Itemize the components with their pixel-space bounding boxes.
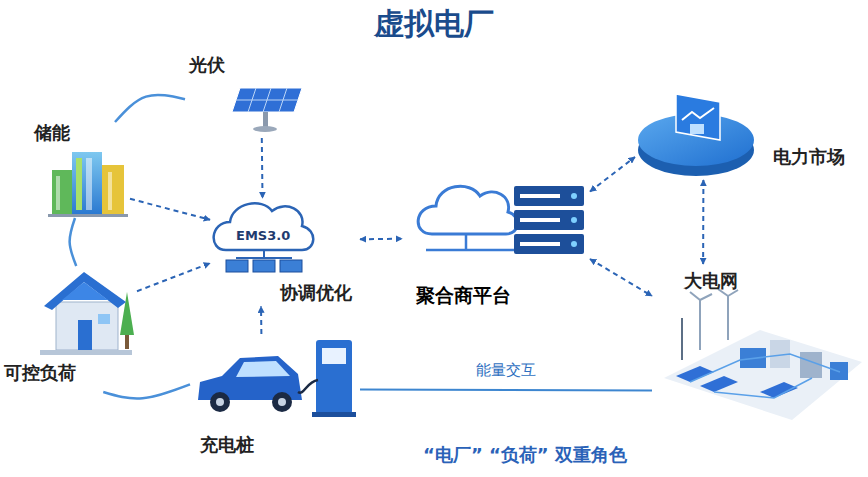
node-box: 大电网: [652, 264, 865, 424]
title-slot: 虚拟电厂: [0, 6, 868, 42]
node-label: 大电网: [684, 270, 738, 292]
storage-icon: [48, 152, 128, 217]
house-icon: [40, 272, 134, 355]
connector: [360, 238, 402, 241]
connector: [137, 263, 210, 291]
solar-panel-icon: [232, 88, 302, 132]
node-box: 光伏: [185, 52, 305, 138]
text-slot: 聚合商平台: [416, 284, 511, 307]
ems-cloud-icon: [214, 203, 314, 272]
market-disc-icon: [638, 94, 754, 176]
text-slot: 协调优化: [280, 282, 352, 304]
text-slot: 电力市场: [773, 146, 845, 168]
connector: [590, 259, 652, 296]
caption-slot: “电厂” “负荷” 双重角色: [380, 444, 670, 466]
text-slot: 储能: [34, 122, 70, 144]
node-label: 电力市场: [773, 146, 845, 168]
node-box: EMS3.0 协调优化: [210, 198, 360, 307]
text-slot: 光伏: [189, 54, 225, 76]
node-label: 可控负荷: [4, 362, 76, 384]
diagram-caption: “电厂” “负荷” 双重角色: [423, 444, 627, 466]
node-label: 充电桩: [200, 434, 254, 456]
node-box: 聚合商平台: [402, 178, 590, 313]
node-label: 聚合商平台: [416, 284, 511, 307]
edge-label: 能量交互: [473, 361, 539, 379]
text-slot: EMS3.0: [236, 225, 290, 244]
connector: [590, 157, 635, 192]
connector: [70, 218, 77, 266]
connector: [130, 199, 210, 220]
diagram-title: 虚拟电厂: [374, 6, 494, 42]
text-slot: 充电桩: [200, 434, 254, 456]
connector: [103, 384, 190, 398]
node-box: 充电桩: [190, 334, 360, 460]
connector: [360, 388, 652, 391]
edge-label-slot: 能量交互: [473, 360, 539, 379]
car-charger-icon: [198, 340, 356, 417]
node-label: EMS3.0: [236, 228, 290, 244]
node-box: 可控负荷: [2, 266, 137, 392]
aggregator-icon: [418, 186, 584, 254]
connector: [261, 138, 264, 198]
node-label: 协调优化: [280, 282, 352, 304]
node-box: 储能: [30, 122, 130, 218]
grid-illustration: [664, 289, 862, 420]
text-slot: 可控负荷: [4, 362, 76, 384]
text-slot: 大电网: [684, 270, 738, 292]
connector: [115, 95, 185, 122]
connector: [260, 307, 262, 334]
connector: [702, 180, 704, 264]
node-label: 光伏: [189, 54, 225, 76]
node-box: 电力市场: [635, 88, 863, 180]
node-label: 储能: [34, 122, 70, 144]
